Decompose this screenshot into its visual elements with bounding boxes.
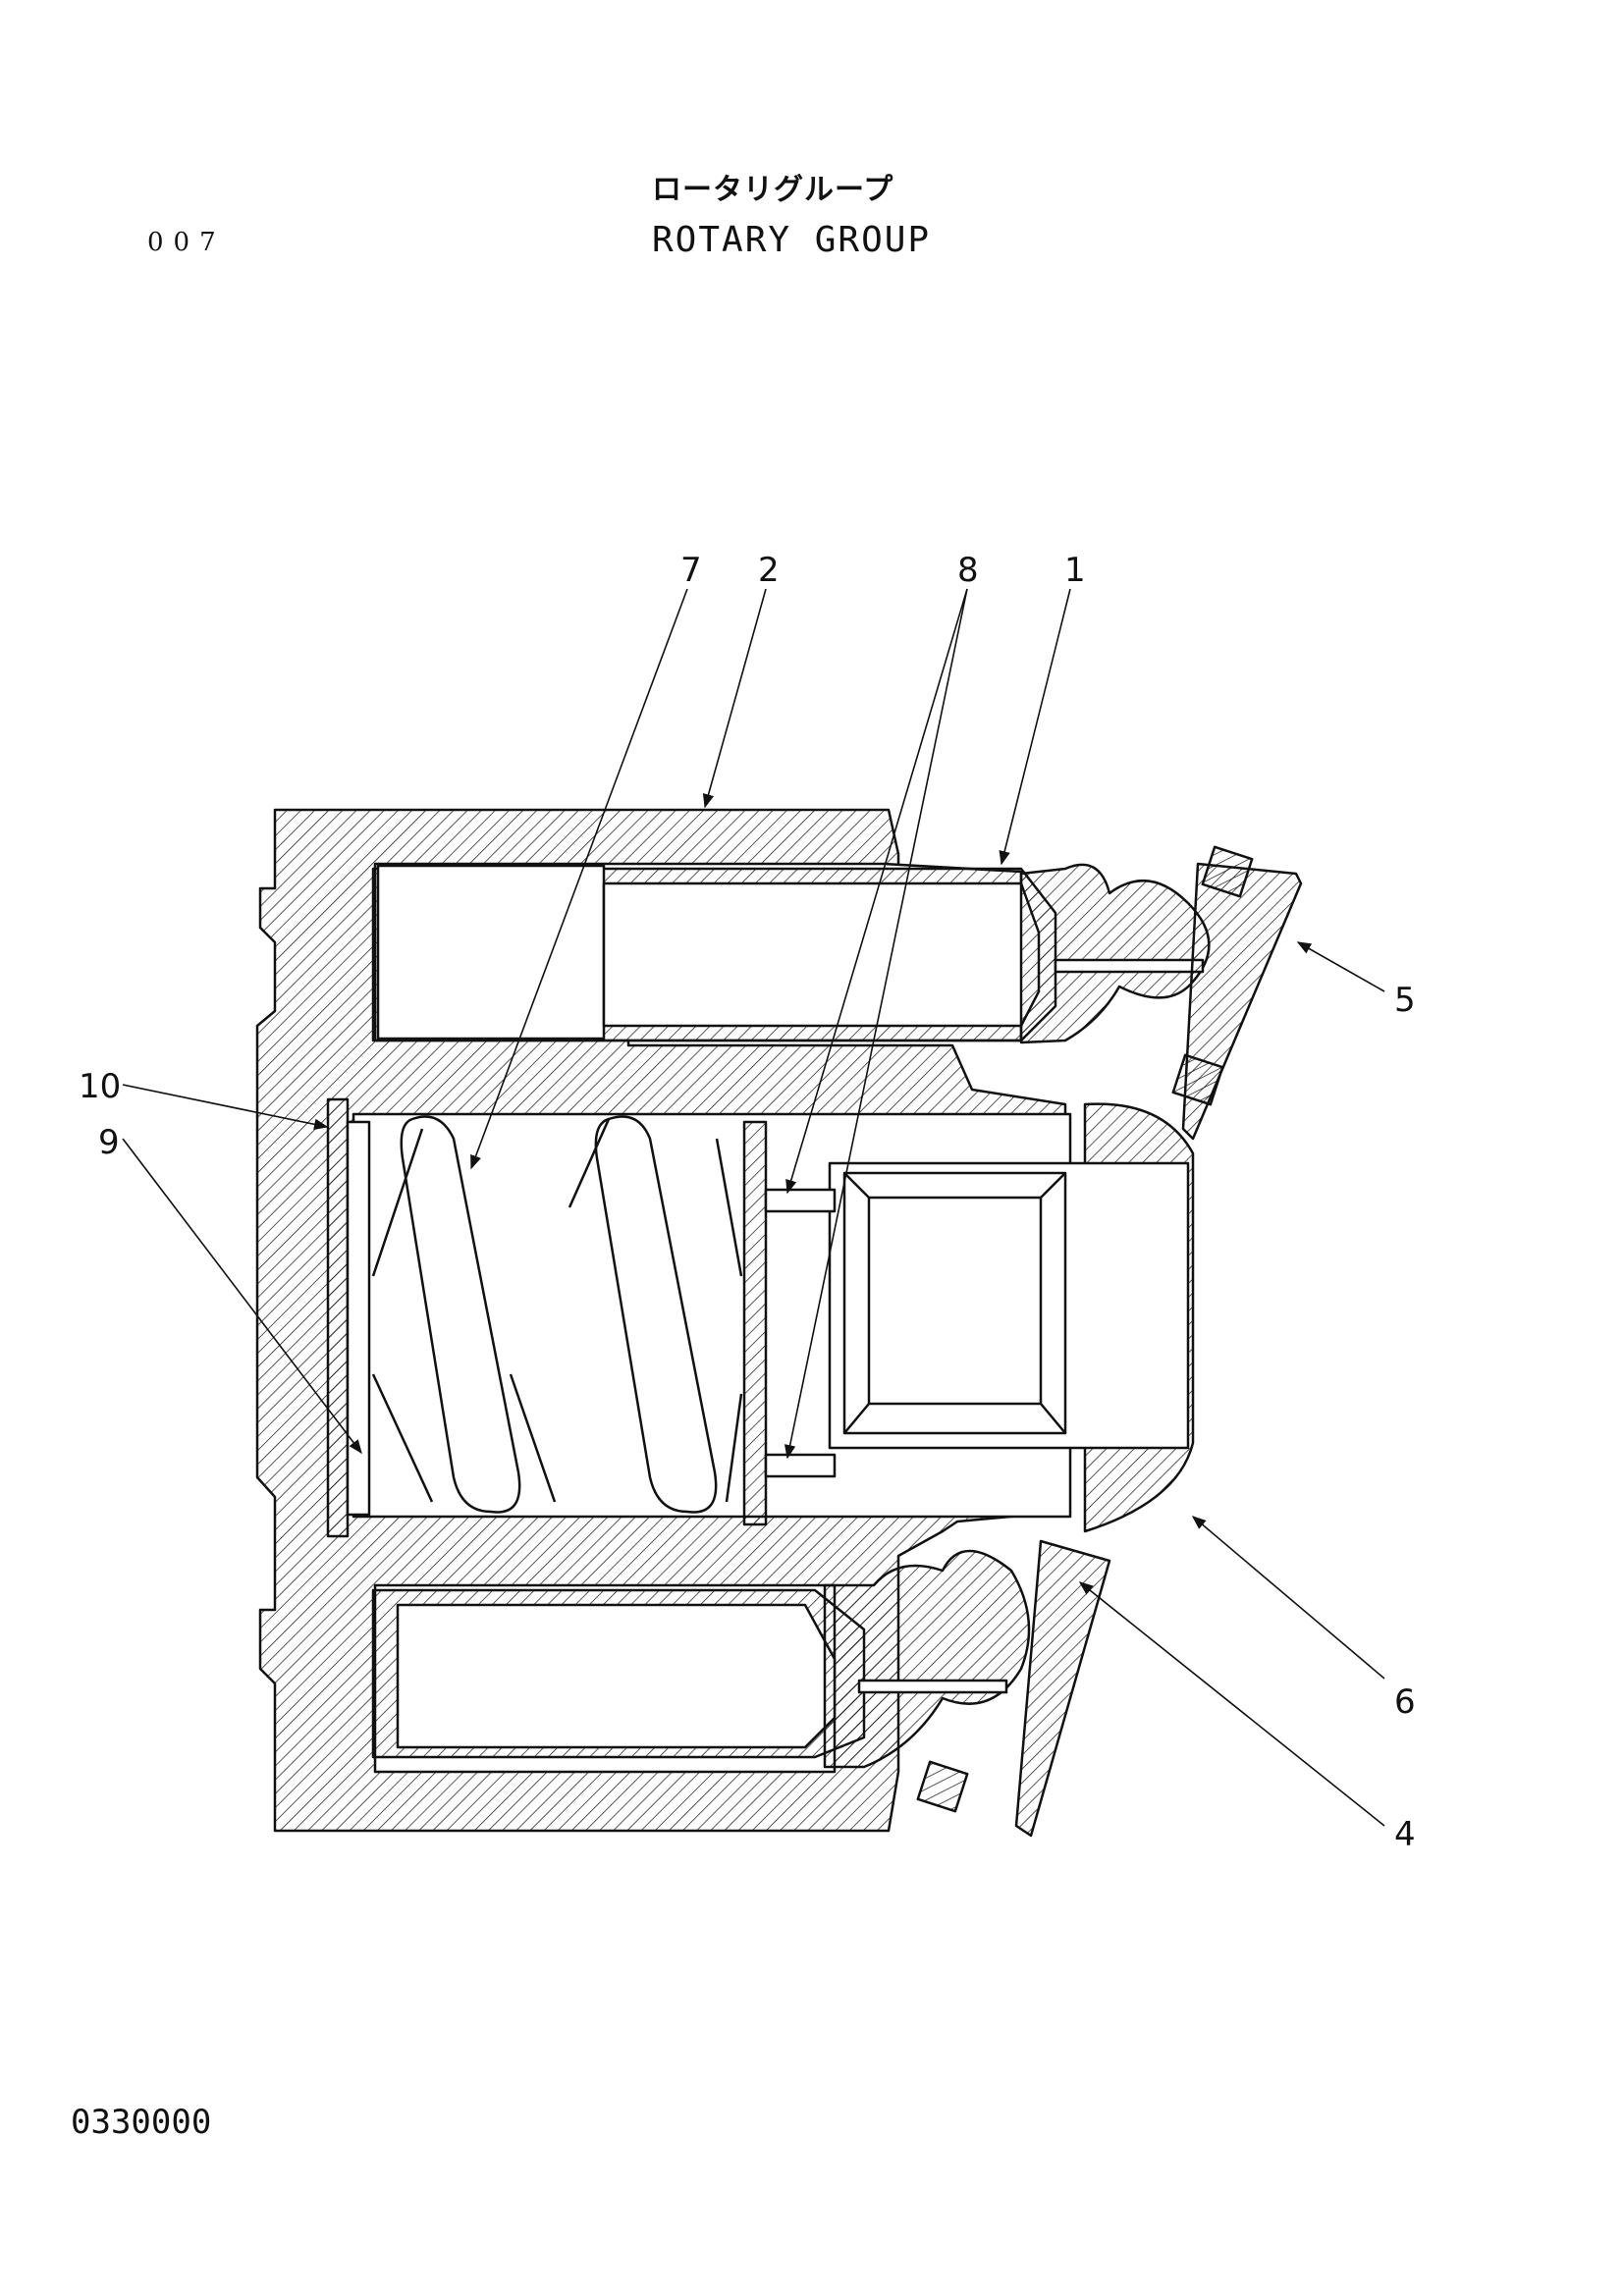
callout-9: 9: [98, 1123, 120, 1162]
spring-seat-right: [742, 1120, 768, 1526]
callout-5: 5: [1394, 981, 1416, 1020]
spring: [371, 1115, 743, 1514]
callout-4: 4: [1394, 1815, 1416, 1854]
page-number: 007: [147, 228, 226, 257]
leader-9: [122, 1138, 362, 1455]
leader-8a: [785, 588, 968, 1195]
leader-5: [1296, 941, 1385, 992]
upper-piston-bore-face: [376, 864, 606, 1041]
leader-7: [470, 588, 688, 1170]
callout-10: 10: [79, 1067, 121, 1106]
spring-seat-right-inner: [764, 1188, 837, 1213]
spline-inner: [842, 1171, 1067, 1435]
callout-7: 7: [680, 551, 702, 590]
drawing-number: 0330000: [71, 2103, 212, 2142]
snap-ring: [326, 1097, 350, 1538]
spring-seat-right-inner-2: [764, 1453, 837, 1478]
upper-piston-body: [602, 881, 1041, 1028]
leader-2: [702, 588, 767, 809]
washer: [346, 1120, 371, 1517]
leader-1: [999, 588, 1071, 866]
title-japanese: ロータリグループ: [652, 173, 894, 207]
retainer-block-lower: [916, 1760, 969, 1813]
leader-6: [1191, 1516, 1385, 1680]
title-english: ROTARY GROUP: [652, 220, 932, 260]
leader-8b: [784, 588, 968, 1460]
leader-10: [122, 1084, 329, 1131]
upper-piston-shoe: [1019, 863, 1211, 1044]
lower-oil-passage: [857, 1679, 1008, 1694]
lower-piston-shoe: [823, 1549, 1031, 1769]
retainer-block-upper: [1201, 845, 1254, 898]
upper-oil-passage: [1054, 958, 1205, 974]
callout-6: 6: [1394, 1682, 1416, 1722]
shoe-plate-lower: [1014, 1539, 1111, 1838]
lower-piston-body: [396, 1603, 837, 1749]
callout-2: 2: [758, 551, 780, 590]
spline-chamfer: [843, 1172, 1066, 1434]
callout-8: 8: [957, 551, 979, 590]
retainer-block-upper-2: [1171, 1053, 1224, 1106]
leader-4: [1078, 1581, 1385, 1827]
callout-1: 1: [1064, 551, 1086, 590]
